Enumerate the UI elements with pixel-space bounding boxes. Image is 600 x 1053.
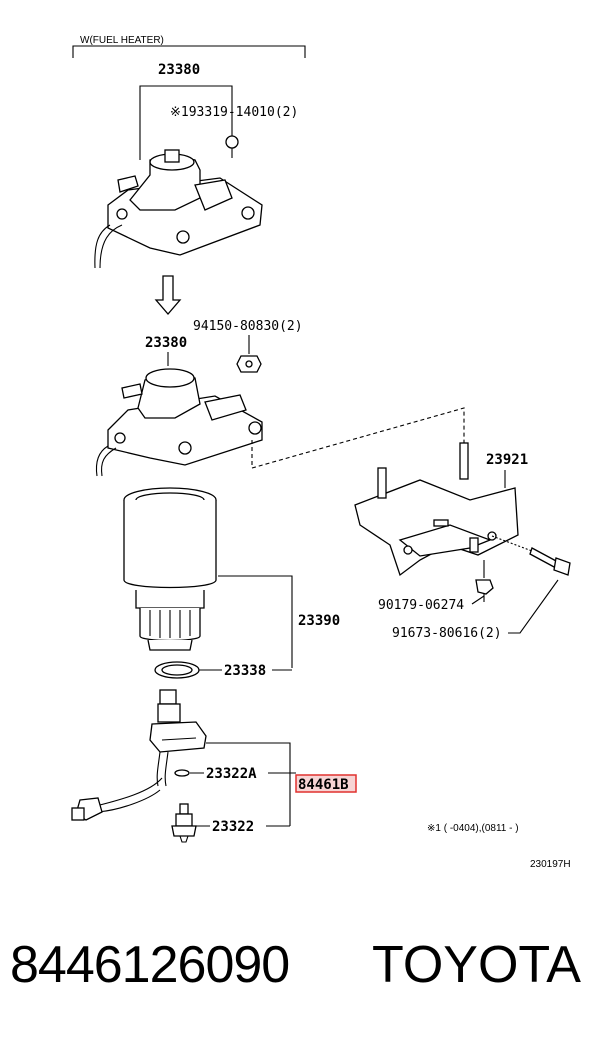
callout-oring: 23322A — [206, 766, 257, 782]
callout-bolt-bracket: 91673-80616(2) — [392, 626, 502, 641]
highlight-callout: 84461B — [295, 774, 357, 793]
callout-gasket: 23338 — [224, 663, 266, 679]
filter-head-top-icon — [94, 149, 263, 269]
bolt-top-icon — [225, 135, 239, 158]
callout-bracket: 23921 — [486, 452, 528, 468]
part-number: 8446126090 — [10, 936, 290, 994]
gasket-icon — [154, 661, 200, 679]
arrow-down-icon — [154, 275, 182, 315]
brand-name: TOYOTA — [372, 936, 581, 994]
drain-plug-icon — [171, 803, 197, 843]
callout-highlight: 84461B — [298, 777, 349, 793]
o-ring-icon — [174, 769, 190, 777]
callout-clip: 90179-06274 — [378, 598, 464, 613]
callout-bolt-top: ※193319-14010(2) — [170, 105, 298, 120]
fuel-filter-icon — [123, 487, 217, 651]
footer: 8446126090 TOYOTA — [0, 935, 600, 1015]
callout-filter: 23390 — [298, 613, 340, 629]
bracket-bolt-icon — [529, 547, 571, 576]
date-range-note: ※1 ( -0404),(0811 - ) — [427, 823, 519, 834]
nut-icon — [236, 355, 262, 373]
diagram-code: 230197H — [530, 859, 571, 870]
filter-head-mid-icon — [95, 368, 263, 477]
variant-bracket: W(FUEL HEATER) — [72, 35, 306, 58]
mounting-bracket-icon — [354, 442, 519, 577]
callout-sensor: 23322 — [212, 819, 254, 835]
callout-nut: 94150-80830(2) — [193, 319, 303, 334]
exploded-view-drawing: W(FUEL HEATER) 23380 ※193319-14010(2) 94… — [71, 35, 571, 870]
callout-housing-top: 23380 — [158, 62, 200, 78]
water-sensor-icon — [71, 689, 207, 821]
callout-housing-mid: 23380 — [145, 335, 187, 351]
clip-icon — [475, 579, 494, 602]
variant-label: W(FUEL HEATER) — [80, 35, 164, 46]
